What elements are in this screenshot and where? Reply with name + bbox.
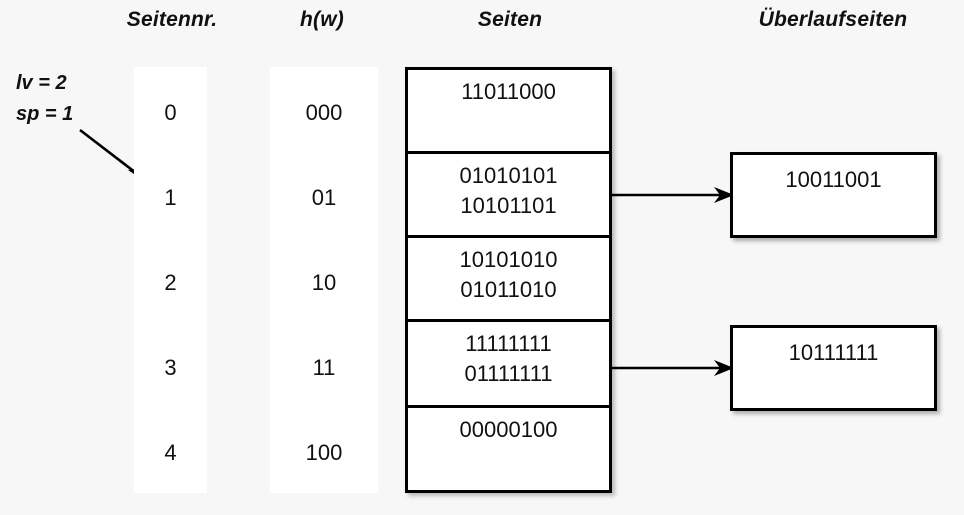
overflow-arrow-icon-0 [610,187,734,203]
seitennr-cell-3: 3 [164,355,177,380]
overflow-entry: 10011001 [785,167,882,192]
overflow-arrow-icon-1 [610,360,734,376]
seitennr-cell-0: 0 [164,100,177,125]
column-strip-seitennr: 0 1 2 3 4 [134,67,207,493]
column-header-seitennr: Seitennr. [126,8,218,31]
column-header-seiten: Seiten [477,8,543,31]
hw-cell-1: 01 [311,185,337,210]
page-entry: 00000100 [459,417,558,442]
overflow-page-box-0: 10011001 [730,152,937,238]
param-lv-label: lv = 2 [16,72,67,94]
page-entry: 11011000 [461,79,556,104]
seitennr-cell-2: 2 [164,270,177,295]
hw-cell-3: 11 [312,355,336,380]
seitennr-cell-1: 1 [164,185,177,210]
hw-cell-4: 100 [305,440,343,465]
page-row-1: 01010101 10101101 [408,154,609,238]
page-row-2: 10101010 01011010 [408,238,609,322]
page-row-4: 00000100 [408,408,609,490]
param-sp-label: sp = 1 [16,103,74,125]
overflow-page-box-1: 10111111 [730,325,937,411]
page-entry: 11111111 [465,331,552,356]
page-entry: 10101010 [459,247,558,272]
column-header-hw: h(w) [300,8,344,31]
page-entry: 10101101 [460,193,557,218]
pages-table: 11011000 01010101 10101101 10101010 0101… [405,67,612,493]
page-entry: 01111111 [464,361,553,386]
page-entry: 01011010 [460,277,557,302]
page-entry: 01010101 [459,163,558,188]
overflow-entry: 10111111 [788,340,879,365]
page-row-0: 11011000 [408,70,609,154]
column-strip-hw: 000 01 10 11 100 [270,67,378,493]
hw-cell-0: 000 [305,100,343,125]
hw-cell-2: 10 [311,270,337,295]
seitennr-cell-4: 4 [164,440,177,465]
column-header-ueberlaufseiten: Überlaufseiten [758,8,908,31]
page-row-3: 11111111 01111111 [408,322,609,408]
